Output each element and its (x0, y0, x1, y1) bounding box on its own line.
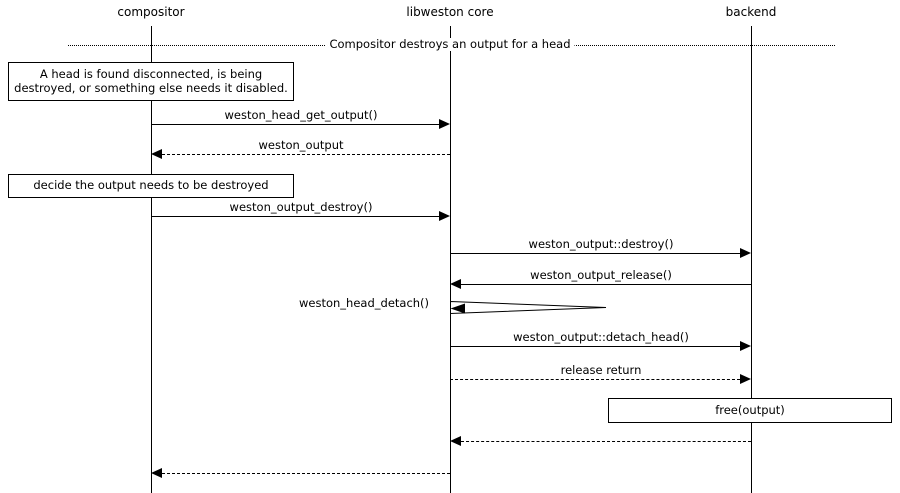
arrowhead-right-icon (740, 341, 751, 351)
actor-label-compositor: compositor (117, 5, 185, 19)
arrowhead-left-icon (151, 468, 162, 478)
arrowhead-left-icon (450, 279, 461, 289)
note-decide-destroy-text: decide the output needs to be destroyed (33, 178, 269, 193)
message-line-release-return (450, 379, 740, 380)
arrowhead-left-icon (151, 149, 162, 159)
message-label-weston-head-get-output: weston_head_get_output() (224, 108, 378, 122)
note-free-output: free(output) (608, 398, 892, 423)
message-line-core-return (162, 473, 450, 474)
actor-label-backend: backend (725, 5, 777, 19)
arrowhead-left-icon (450, 303, 465, 314)
message-label-weston-output-return: weston_output (258, 138, 344, 152)
note-head-disconnected-text: A head is found disconnected, is being d… (14, 67, 288, 95)
lifeline-compositor (151, 26, 152, 493)
message-label-weston-head-detach: weston_head_detach() (299, 296, 430, 310)
message-line-backend-return (461, 441, 751, 442)
arrowhead-right-icon (439, 119, 450, 129)
self-call-weston-head-detach (450, 298, 610, 322)
divider-label: Compositor destroys an output for a head (325, 38, 575, 51)
message-line-weston-output-return (162, 154, 450, 155)
self-call-wedge-icon (450, 300, 607, 315)
message-label-weston-output-detach-head: weston_output::detach_head() (513, 330, 689, 344)
arrowhead-right-icon (740, 374, 751, 384)
note-head-disconnected: A head is found disconnected, is being d… (8, 62, 294, 101)
message-label-weston-output-destroy-vfunc: weston_output::destroy() (528, 237, 674, 251)
message-line-weston-output-destroy (151, 216, 439, 217)
message-line-weston-output-release (461, 284, 751, 285)
note-decide-destroy: decide the output needs to be destroyed (8, 174, 294, 198)
message-line-weston-output-detach-head (450, 346, 740, 347)
message-line-weston-output-destroy-vfunc (450, 253, 740, 254)
arrowhead-left-icon (450, 436, 461, 446)
arrowhead-right-icon (740, 248, 751, 258)
note-free-output-text: free(output) (715, 402, 785, 417)
message-label-release-return: release return (560, 363, 642, 377)
arrowhead-right-icon (439, 211, 450, 221)
actor-label-libweston-core: libweston core (406, 5, 494, 19)
lifeline-libweston-core (450, 26, 451, 493)
message-line-weston-head-get-output (151, 124, 439, 125)
lifeline-backend (751, 26, 752, 493)
message-label-weston-output-release: weston_output_release() (530, 268, 672, 282)
message-label-weston-output-destroy: weston_output_destroy() (229, 200, 373, 214)
